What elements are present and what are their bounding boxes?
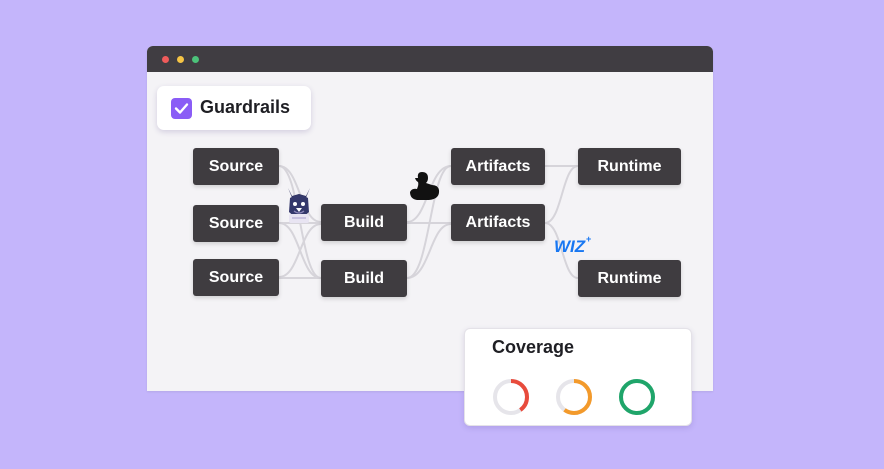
source-node[interactable]: Source — [193, 205, 279, 242]
artifacts-node[interactable]: Artifacts — [451, 204, 545, 241]
connector — [278, 165, 322, 223]
checkmark-icon — [174, 103, 189, 114]
build-node[interactable]: Build — [321, 260, 407, 297]
maximize-dot-icon[interactable] — [192, 56, 199, 63]
source-node[interactable]: Source — [193, 148, 279, 185]
guardrails-card: Guardrails — [157, 86, 311, 130]
runtime-node[interactable]: Runtime — [578, 148, 681, 185]
runtime-node[interactable]: Runtime — [578, 260, 681, 297]
wiz-logo-icon: WIZ + — [554, 234, 591, 256]
guardrails-title: Guardrails — [200, 97, 291, 117]
coverage-title: Coverage — [492, 337, 575, 357]
coverage-gauge-red — [493, 379, 529, 415]
connector — [406, 223, 452, 279]
source-node[interactable]: Source — [193, 259, 279, 296]
window-titlebar — [147, 46, 713, 72]
artifacts-node[interactable]: Artifacts — [451, 148, 545, 185]
coverage-gauge-green — [619, 379, 655, 415]
svg-text:+: + — [586, 234, 591, 244]
build-node[interactable]: Build — [321, 204, 407, 241]
close-dot-icon[interactable] — [162, 56, 169, 63]
connector — [544, 165, 579, 224]
guardrails-checkbox[interactable] — [171, 98, 192, 119]
connector — [406, 165, 452, 279]
coverage-gauge-orange — [556, 379, 592, 415]
connector — [278, 222, 322, 279]
coverage-card: Coverage — [464, 328, 692, 426]
connector — [544, 222, 579, 279]
minimize-dot-icon[interactable] — [177, 56, 184, 63]
duck-icon — [410, 172, 440, 200]
dog-mascot-icon — [288, 188, 310, 223]
wiz-logo-text: WIZ — [554, 237, 586, 256]
